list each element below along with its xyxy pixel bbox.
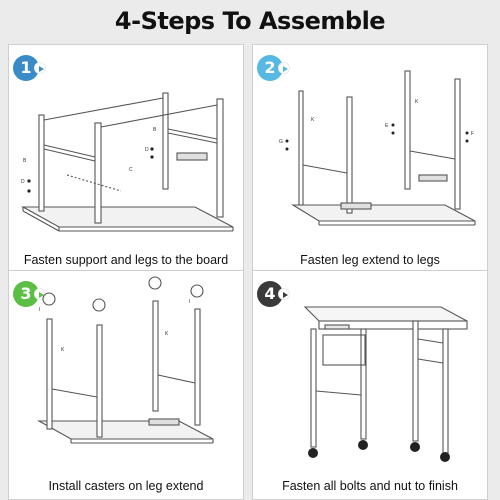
part-label-leg-extend-right: K: [415, 99, 419, 105]
step-4-badge: 4: [257, 281, 295, 307]
step-3-number: 3: [13, 281, 39, 307]
step-1-badge: 1: [13, 55, 51, 81]
part-label-leg-extend-3-right: K: [165, 331, 169, 337]
page-title: 4-Steps To Assemble: [114, 7, 386, 35]
play-arrow-icon: [278, 62, 290, 74]
step-1-panel: 1 B B: [8, 44, 244, 274]
step-3-panel: 3 I I K K Install casters on leg extend: [8, 270, 244, 500]
part-label-extend-bolt-f: F: [471, 131, 474, 137]
part-label-caster-right: I: [189, 299, 190, 305]
part-label-bolt-right: D: [145, 147, 149, 153]
part-label-bolt: D: [21, 179, 25, 185]
part-label-support-right: B: [153, 127, 157, 133]
step-1-diagram: B B C D D: [20, 92, 234, 232]
part-label-support: B: [23, 158, 27, 164]
part-label-bracket: C: [129, 167, 133, 173]
part-label-caster: I: [39, 307, 40, 313]
step-3-caption: Install casters on leg extend: [48, 479, 204, 493]
step-4-diagram: [303, 306, 468, 462]
part-label-leg-extend: K: [311, 117, 315, 123]
part-label-extend-bolt-e: E: [385, 123, 389, 129]
step-4-caption: Fasten all bolts and nut to finish: [282, 479, 458, 493]
play-arrow-icon: [278, 288, 290, 300]
step-2-panel: 2 K K G E F Fasten leg extend to legs: [252, 44, 488, 274]
step-3-diagram: I I K K: [36, 276, 214, 444]
step-4-panel: 4 Fasten all bolts and nut to finish: [252, 270, 488, 500]
step-2-badge: 2: [257, 55, 295, 81]
step-2-diagram: K K G E F: [279, 70, 476, 226]
part-label-leg-extend-3: K: [61, 347, 65, 353]
step-1-caption: Fasten support and legs to the board: [23, 253, 229, 267]
part-label-extend-bolt-g: G: [279, 139, 283, 145]
step-2-caption: Fasten leg extend to legs: [300, 253, 440, 267]
play-arrow-icon: [34, 62, 46, 74]
